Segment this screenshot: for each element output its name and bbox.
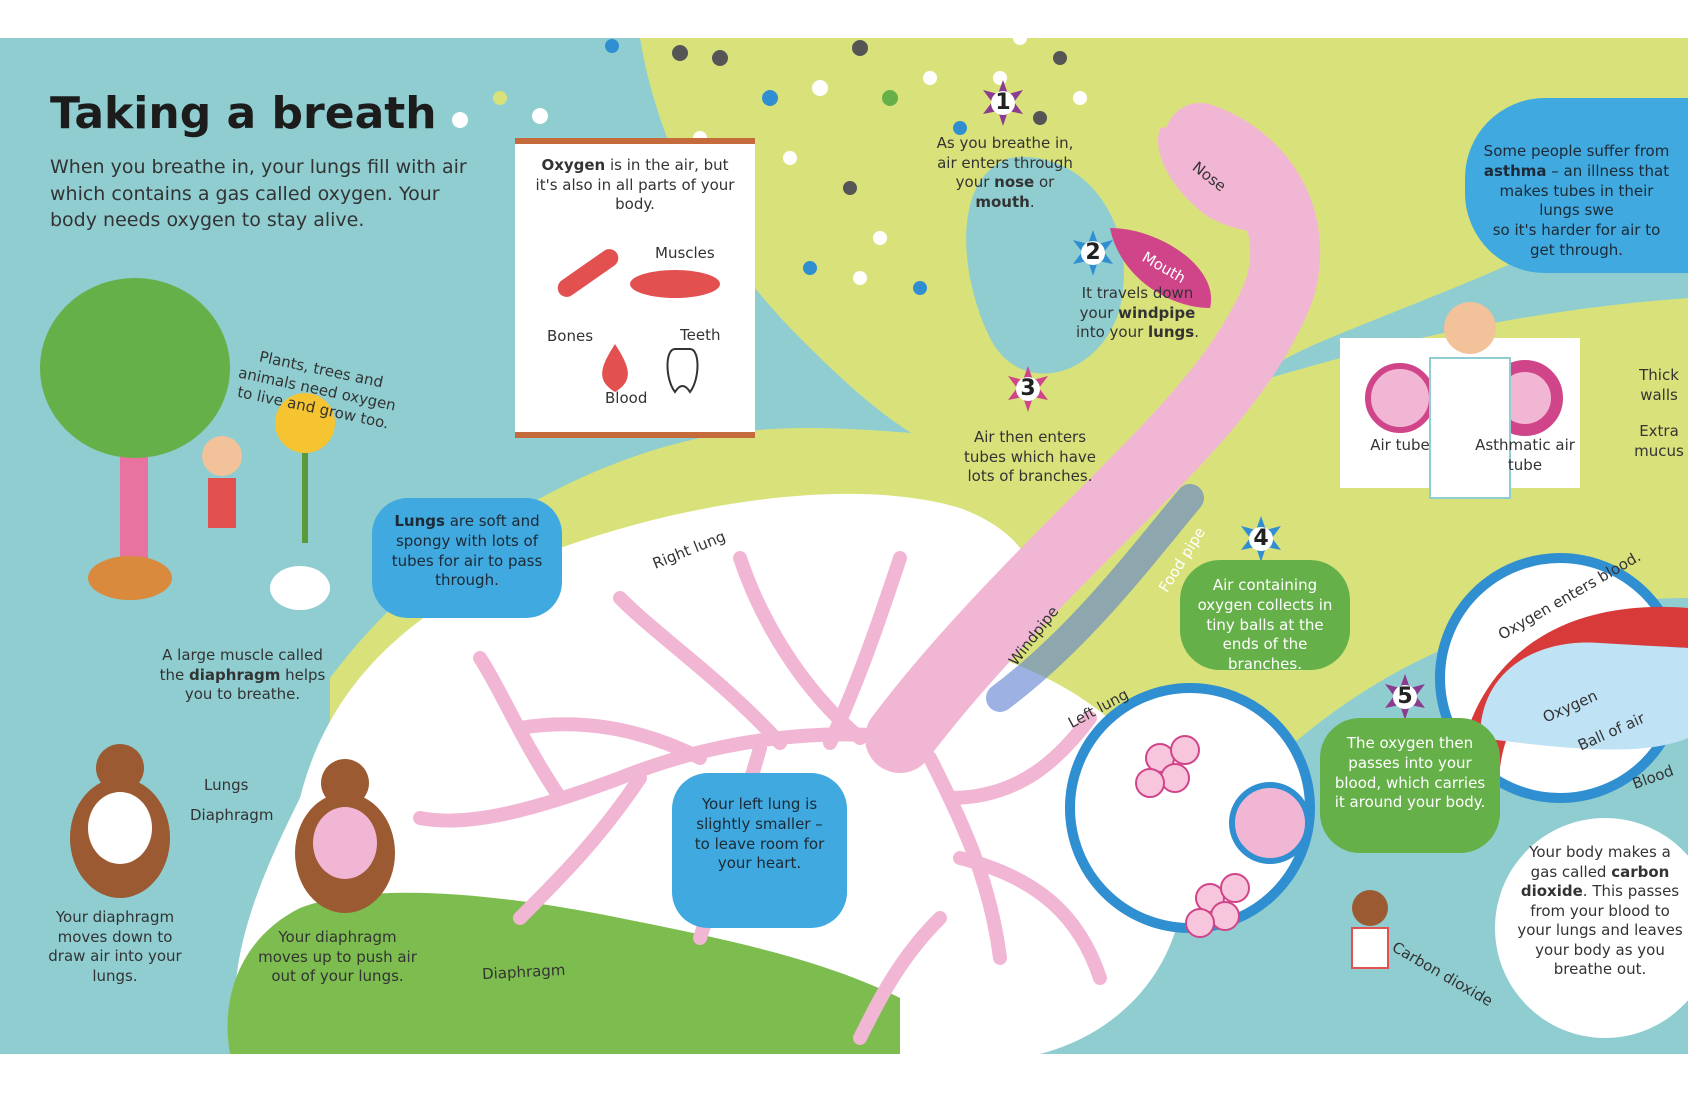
label-air-tube: Air tube bbox=[1370, 436, 1430, 454]
blood-drop-icon bbox=[602, 344, 628, 392]
breathing-girl-head bbox=[1352, 890, 1388, 926]
girl-head bbox=[202, 436, 242, 476]
poster-oxygen-bold: Oxygen bbox=[541, 156, 606, 174]
book-spread: Taking a breath When you breathe in, you… bbox=[0, 38, 1688, 1054]
breathing-girl-body bbox=[1351, 927, 1389, 969]
green-floor bbox=[227, 892, 901, 1054]
step-2-text: It travels down your windpipe into your … bbox=[1076, 284, 1199, 341]
step-3-badge: 3 bbox=[1005, 366, 1051, 412]
lungs-soft-bubble: Lungs are soft and spongy with lots of t… bbox=[372, 498, 562, 618]
step-4-bubble: Air containing oxygen collects in tiny b… bbox=[1180, 560, 1350, 673]
muscle-icon bbox=[630, 270, 720, 298]
left-lung-branches bbox=[853, 711, 1107, 1045]
star-badge-icon bbox=[1008, 366, 1048, 412]
alveoli-clusters bbox=[1135, 735, 1250, 938]
label-lungs: Lungs bbox=[204, 776, 249, 794]
boy-right-head bbox=[321, 759, 369, 807]
star-badge-icon bbox=[1385, 674, 1425, 720]
label-thick-walls: Thick walls bbox=[1639, 366, 1679, 404]
tooth-icon bbox=[666, 348, 699, 394]
label-extra-mucus: Extra mucus bbox=[1634, 422, 1684, 460]
girl-body bbox=[208, 478, 236, 528]
bone-icon bbox=[557, 249, 619, 297]
poster-label-muscles: Muscles bbox=[655, 244, 715, 262]
star-badge-icon bbox=[1241, 516, 1281, 562]
oxygen-dots bbox=[452, 38, 1087, 295]
intro-text: When you breathe in, your lungs fill wit… bbox=[50, 156, 467, 232]
co2-cloud-text: Your body makes a gas called carbon diox… bbox=[1517, 843, 1683, 978]
label-asthmatic-air-tube: Asthmatic air tube bbox=[1475, 436, 1575, 474]
ball-of-air bbox=[1480, 642, 1688, 750]
alveoli-zoom bbox=[1229, 782, 1311, 864]
left-lung-smaller-bubble: Your left lung is slightly smaller – to … bbox=[672, 773, 847, 928]
step-5-badge: 5 bbox=[1382, 674, 1428, 720]
doctor-head bbox=[1444, 302, 1496, 354]
poster-label-bones: Bones bbox=[547, 327, 594, 345]
asthma-bubble: Some people suffer from asthma – an illn… bbox=[1465, 98, 1688, 273]
poster-label-blood: Blood bbox=[605, 389, 648, 407]
star-badge-icon bbox=[983, 80, 1023, 126]
boy-right-lungs bbox=[313, 807, 377, 879]
diaphragm-down-text: Your diaphragm moves down to draw air in… bbox=[48, 908, 182, 985]
doctor-coat bbox=[1429, 357, 1511, 499]
boy-left-head bbox=[96, 744, 144, 792]
page-title: Taking a breath bbox=[50, 88, 437, 139]
co2-cloud-shape bbox=[1495, 818, 1688, 1038]
dog bbox=[88, 556, 172, 600]
star-badge-icon bbox=[1073, 230, 1113, 276]
poster-oxygen-rest: is in the air, but it's also in all part… bbox=[535, 156, 735, 213]
boy-left-lungs bbox=[88, 792, 152, 864]
poster-text: Oxygen is in the air, but it's also in a… bbox=[535, 156, 735, 215]
sunflower-stem bbox=[302, 453, 308, 543]
step-1-text: As you breathe in, air enters through yo… bbox=[936, 134, 1074, 211]
oxygen-poster: Oxygen is in the air, but it's also in a… bbox=[515, 138, 755, 438]
food-pipe-tube bbox=[986, 484, 1204, 712]
step-5-bubble: The oxygen then passes into your blood, … bbox=[1320, 718, 1500, 853]
step-1-badge: 1 bbox=[980, 80, 1026, 126]
poster-icons bbox=[557, 249, 720, 394]
air-tube-illustration bbox=[1365, 363, 1435, 433]
mouth-shape bbox=[1110, 228, 1212, 308]
goose bbox=[270, 566, 330, 610]
tree-canopy bbox=[40, 278, 230, 458]
step-4-badge: 4 bbox=[1238, 516, 1284, 562]
poster-label-teeth: Teeth bbox=[680, 326, 721, 344]
step-2-badge: 2 bbox=[1070, 230, 1116, 276]
sunflower bbox=[275, 393, 335, 453]
diaphragm-intro: A large muscle called the diaphragm help… bbox=[159, 646, 326, 703]
nose-shape bbox=[1158, 126, 1290, 232]
label-diaphragm-small: Diaphragm bbox=[190, 806, 274, 824]
diaphragm-up-text: Your diaphragm moves up to push air out … bbox=[258, 928, 417, 985]
step-3-text: Air then enters tubes which have lots of… bbox=[964, 428, 1096, 485]
teal-blob bbox=[966, 157, 1124, 374]
